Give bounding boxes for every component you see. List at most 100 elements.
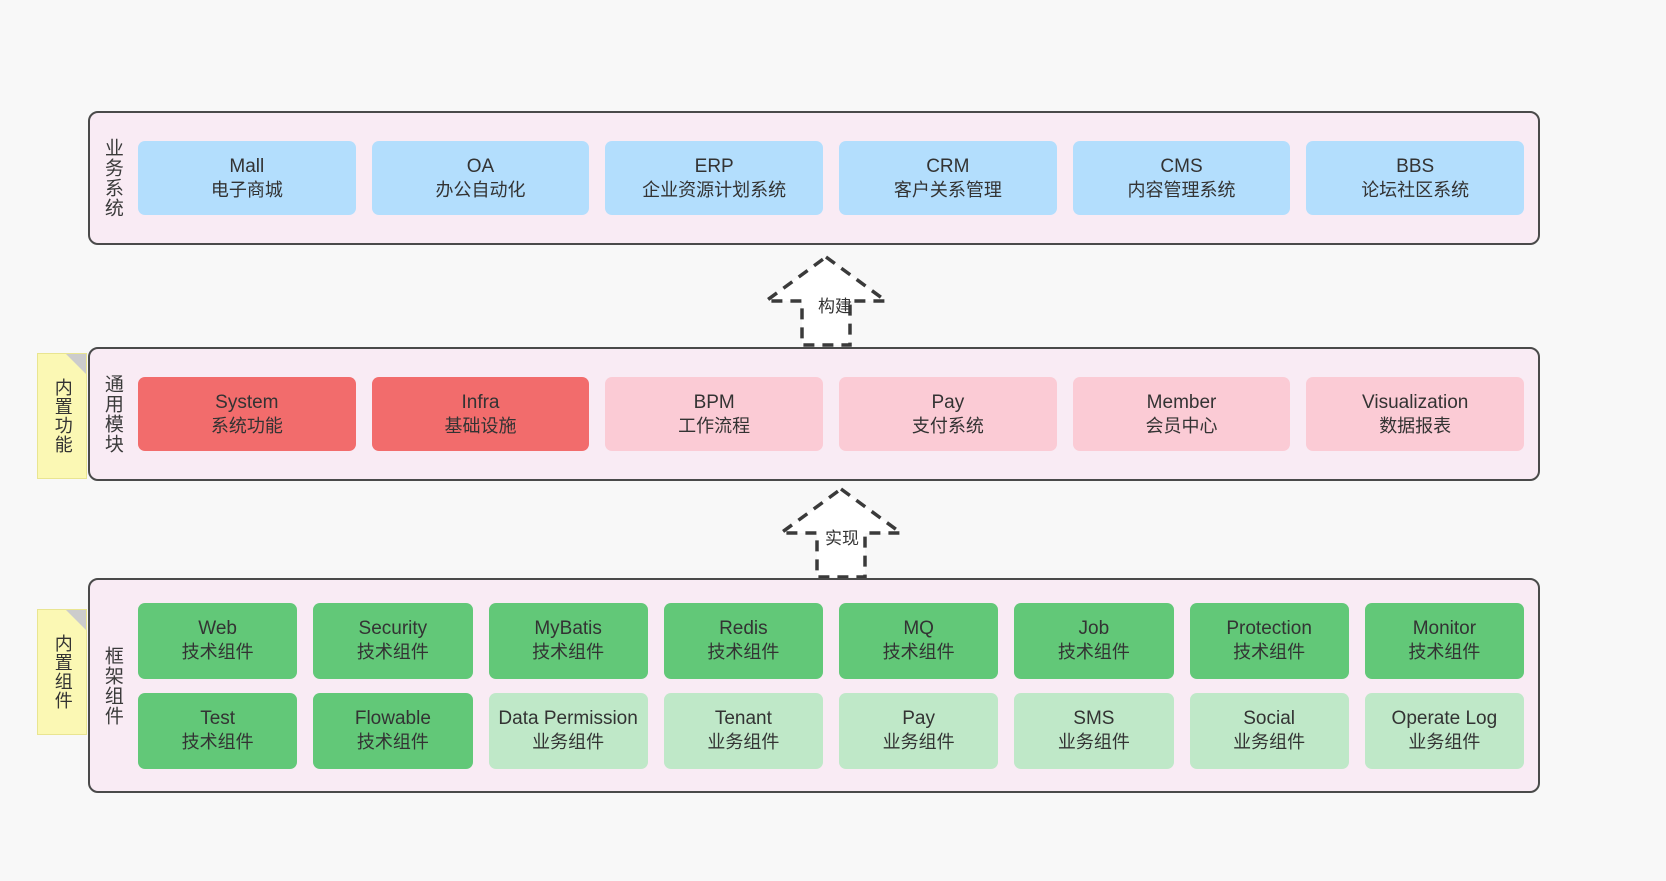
card-title-en: SMS <box>1073 708 1115 730</box>
card-title-cn: 工作流程 <box>678 415 751 436</box>
card-title-en: Web <box>198 618 237 640</box>
card-title-en: Test <box>200 708 236 730</box>
arrow-implement <box>761 485 921 581</box>
card-title-en: Data Permission <box>498 708 638 730</box>
card-title-en: Redis <box>719 618 768 640</box>
card-title-en: Visualization <box>1362 391 1469 413</box>
card-title-cn: 技术组件 <box>1408 642 1481 663</box>
card-title-en: Mall <box>229 155 265 177</box>
card-title-cn: 内容管理系统 <box>1127 179 1236 200</box>
card-title-en: Monitor <box>1412 618 1477 640</box>
card-title-en: Operate Log <box>1391 708 1498 730</box>
card-title-cn: 技术组件 <box>707 642 780 663</box>
card-title-cn: 业务组件 <box>707 732 780 753</box>
card-title-cn: 业务组件 <box>1408 732 1481 753</box>
card-title-cn: 技术组件 <box>532 642 605 663</box>
card-title-cn: 业务组件 <box>1057 732 1130 753</box>
card-title-en: Tenant <box>714 708 772 730</box>
arrow-build <box>746 253 906 349</box>
card-title-cn: 业务组件 <box>1233 732 1306 753</box>
card-title-en: CRM <box>926 155 970 177</box>
card-title-cn: 会员中心 <box>1145 415 1218 436</box>
card-title-en: Infra <box>461 391 500 413</box>
card-title-cn: 论坛社区系统 <box>1361 179 1470 200</box>
card-title-en: Pay <box>931 391 965 413</box>
card-title-en: BBS <box>1396 155 1435 177</box>
card-title-en: Flowable <box>354 708 431 730</box>
card-title-en: System <box>215 391 279 413</box>
card-title-cn: 企业资源计划系统 <box>642 179 787 200</box>
card-title-cn: 技术组件 <box>181 732 254 753</box>
card-title-en: Pay <box>902 708 935 730</box>
card-title-cn: 技术组件 <box>1233 642 1306 663</box>
card-title-en: Member <box>1146 391 1217 413</box>
card-title-cn: 技术组件 <box>882 642 955 663</box>
note-builtin-component-label: 内置组件 <box>52 634 73 710</box>
layer-title-framework-component: 框架组件 <box>101 645 123 726</box>
arrow-build-label: 构建 <box>818 297 852 316</box>
card-title-cn: 数据报表 <box>1379 415 1452 436</box>
card-title-cn: 技术组件 <box>1057 642 1130 663</box>
card-title-en: Security <box>358 618 428 640</box>
card-title-cn: 办公自动化 <box>435 179 526 200</box>
card-title-en: ERP <box>694 155 734 177</box>
card-title-en: CMS <box>1160 155 1203 177</box>
card-title-cn: 业务组件 <box>882 732 955 753</box>
card-title-en: MyBatis <box>534 618 602 640</box>
card-title-en: Protection <box>1226 618 1312 640</box>
note-builtin-component: 内置组件 <box>37 609 87 735</box>
arrow-build-shape <box>760 254 892 347</box>
card-title-cn: 基础设施 <box>444 415 517 436</box>
arrow-implement-label: 实现 <box>825 529 859 548</box>
note-builtin-function: 内置功能 <box>37 353 87 479</box>
card-title-en: Job <box>1078 618 1110 640</box>
card-title-en: BPM <box>693 391 735 413</box>
card-title-cn: 系统功能 <box>210 415 283 436</box>
card-title-cn: 支付系统 <box>911 415 984 436</box>
card-title-cn: 技术组件 <box>181 642 254 663</box>
arrow-implement-shape <box>775 486 907 579</box>
card-title-cn: 技术组件 <box>356 642 429 663</box>
card-title-cn: 客户关系管理 <box>893 179 1002 200</box>
card-title-en: MQ <box>903 618 934 640</box>
card-title-cn: 技术组件 <box>356 732 429 753</box>
layer-title-common-module: 通用模块 <box>101 374 123 454</box>
card-title-en: OA <box>466 155 495 177</box>
